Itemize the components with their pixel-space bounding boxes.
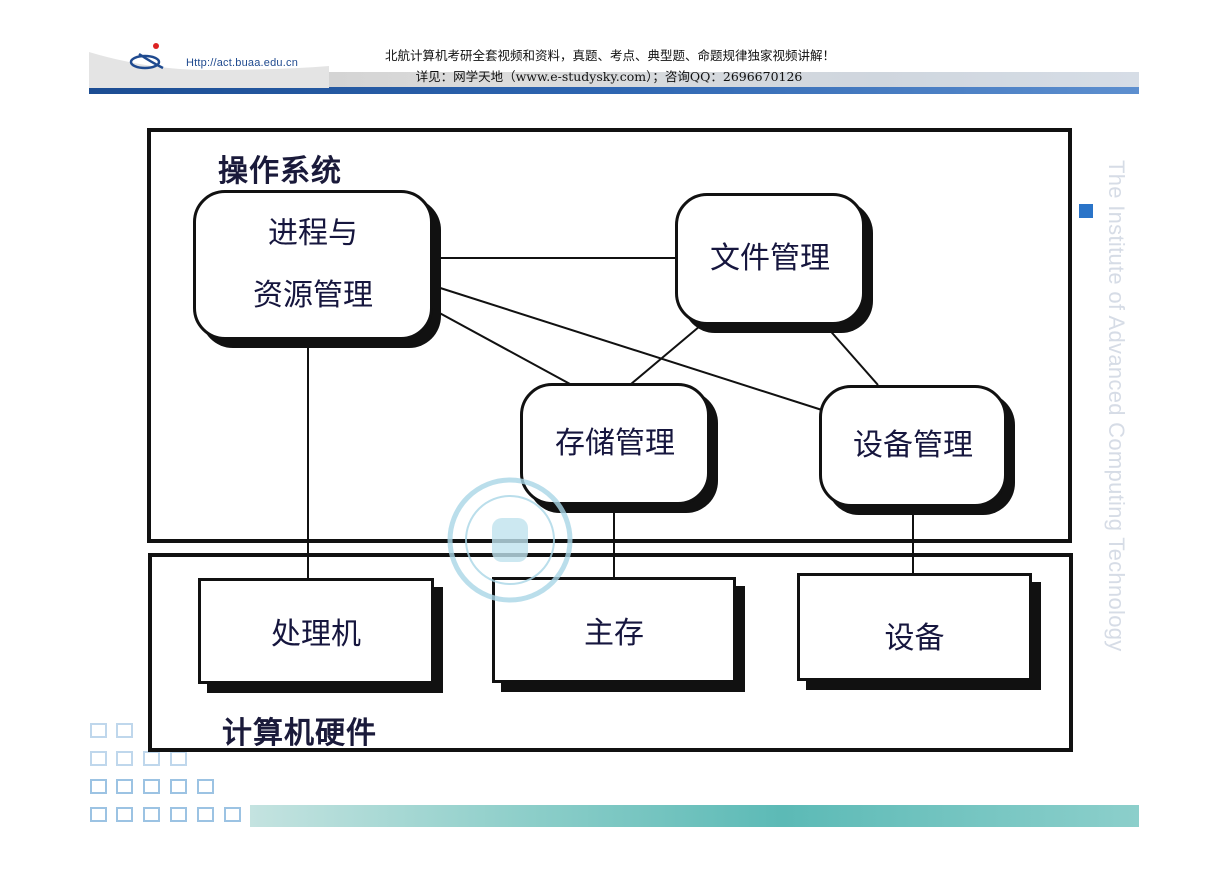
node-cpu: 处理机: [198, 578, 434, 684]
edge-process-storage: [433, 309, 571, 385]
node-process-resource: 进程与 资源管理: [193, 190, 433, 340]
node-process-resource-label: 进程与 资源管理: [253, 216, 373, 313]
logo-icon: [89, 43, 329, 88]
node-storage-management: 存储管理: [520, 383, 710, 505]
header-blue-band: [89, 87, 1139, 94]
footer-teal-bar: [250, 805, 1139, 827]
edge-process-device-mgmt: [433, 285, 823, 411]
bullet-square-icon: [1079, 204, 1093, 218]
node-device-management: 设备管理: [819, 385, 1007, 507]
node-device: 设备: [797, 573, 1032, 681]
node-file-management-label: 文件管理: [710, 241, 830, 276]
node-storage-management-label: 存储管理: [555, 426, 675, 461]
edge-file-device-mgmt: [825, 325, 879, 386]
node-cpu-label: 处理机: [271, 617, 361, 652]
hardware-title: 计算机硬件: [222, 716, 377, 751]
watermark-seal-icon: [447, 477, 573, 603]
node-main-memory-label: 主存: [584, 616, 644, 651]
os-title: 操作系统: [218, 154, 342, 189]
node-device-label: 设备: [884, 621, 945, 656]
node-file-management: 文件管理: [675, 193, 865, 325]
node-main-memory: 主存: [492, 577, 736, 683]
header-notice-line1: 北航计算机考研全套视频和资料，真题、考点、典型题、命题规律独家视频讲解！: [384, 48, 835, 63]
edge-file-storage: [630, 325, 701, 385]
node-device-management-label: 设备管理: [853, 428, 973, 463]
header-notice-line2: 详见：网学天地（www.e-studysky.com）；咨询QQ：2696670…: [415, 69, 803, 84]
logo-url: Http://act.buaa.edu.cn: [186, 57, 299, 69]
header-grey-band: [89, 72, 1139, 87]
